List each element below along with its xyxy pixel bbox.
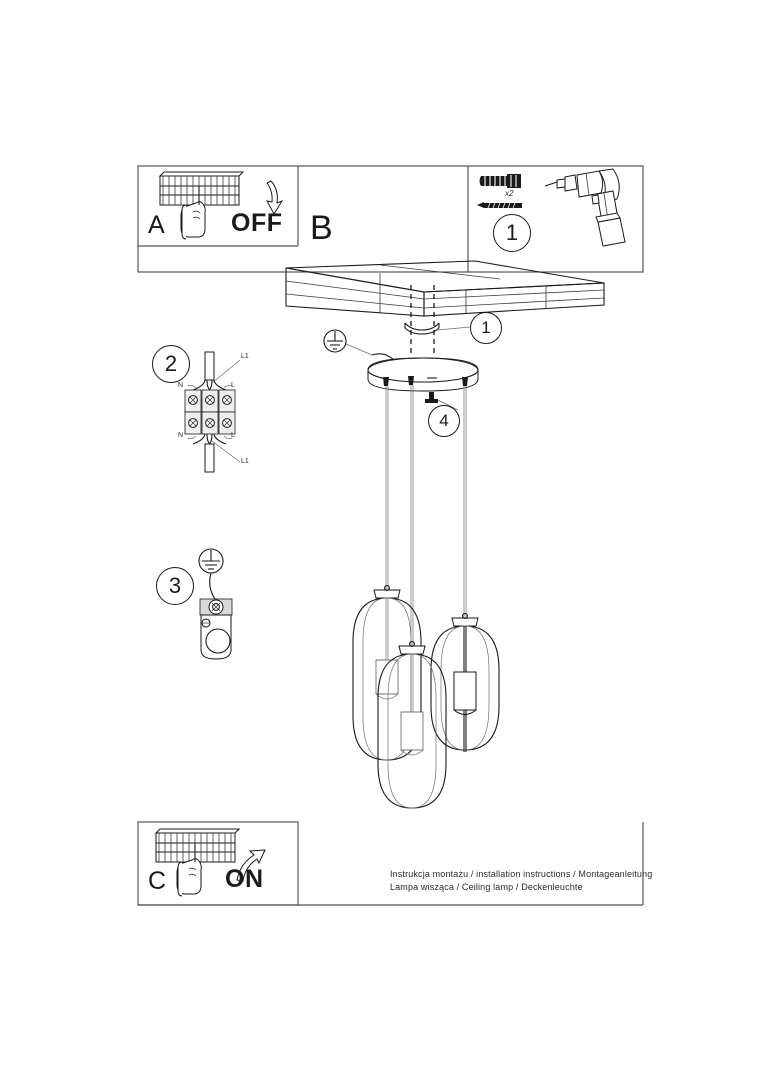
callout-badge-canopy-screw: 4: [428, 405, 460, 437]
fusebox-on-illustration: [154, 828, 266, 897]
wire-label-l-top: L: [231, 382, 235, 389]
fusebox-off-illustration: [158, 171, 284, 240]
panel-a-action-label: OFF: [231, 209, 283, 237]
panel-a-letter: A: [148, 211, 165, 239]
callout-badge-bracket: 1: [470, 312, 502, 344]
wire-label-l-bottom: L: [231, 432, 235, 439]
step-badge-3: 3: [156, 567, 194, 605]
pendant-shade-center: [377, 641, 447, 809]
step-badge-1-parts: 1: [493, 214, 531, 252]
screw-icon: [477, 202, 522, 209]
lamp-canopy: [367, 357, 479, 411]
wall-plug-icon: [479, 174, 521, 188]
wire-label-n-top: N: [178, 382, 184, 389]
panel-c-action-label: ON: [225, 865, 264, 893]
panel-c-letter: C: [148, 867, 167, 895]
terminal-block-wiring: [184, 351, 241, 473]
ceiling-bracket-assembly: [404, 285, 471, 356]
bottom-panel-frames: [137, 821, 644, 906]
wire-label-l1-top: L1: [241, 353, 249, 360]
earth-ground-symbol-ceiling: [323, 329, 395, 361]
suspension-cables: [385, 385, 467, 648]
parts-illustration: [477, 168, 626, 247]
quantity-label: x2: [505, 189, 514, 198]
caption-line-1: Instrukcja montażu / installation instru…: [390, 869, 653, 879]
power-drill-icon: [544, 168, 626, 247]
wire-label-l1-bottom: L1: [241, 458, 249, 465]
earth-clamp-assembly: [198, 548, 233, 660]
top-panel-frames: [137, 165, 644, 273]
ceiling-slab: [285, 260, 605, 317]
panel-b-letter: B: [310, 209, 333, 247]
step-badge-2: 2: [152, 345, 190, 383]
pendant-shade-right: [430, 613, 500, 752]
wire-label-n-bottom: N: [178, 432, 184, 439]
caption-line-2: Lampa wisząca / Ceiling lamp / Deckenleu…: [390, 882, 583, 892]
